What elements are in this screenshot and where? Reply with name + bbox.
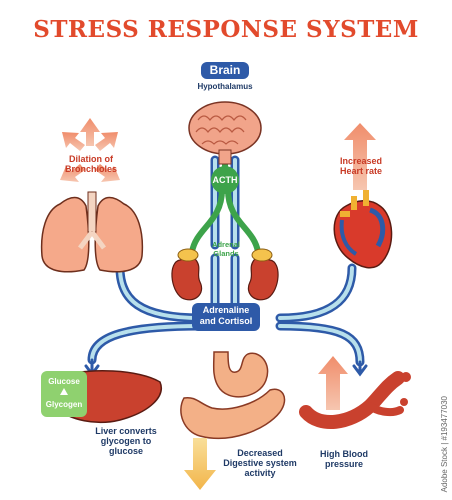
glycogen-label: Glycogen [45,400,83,409]
digestive-down-arrow [184,438,216,490]
blood-pressure-label: High Blood pressure [320,449,368,469]
brain-illustration [188,101,262,165]
diagram-title: STRESS RESPONSE SYSTEM [33,16,419,43]
glucose-glycogen-box: Glucose Glycogen [41,371,87,417]
brain-badge: Brain [201,62,249,79]
hypothalamus-label: Hypothalamus [197,82,253,91]
adrenal-glands-label: Adrenal Glands [212,240,240,258]
acth-label: ACTH [212,175,238,185]
liver-label: Liver converts glycogen to glucose [95,426,157,456]
conversion-up-arrow [60,388,68,395]
digestive-label: Decreased Digestive system activity [223,448,297,478]
blood-vessel-illustration [299,371,411,429]
stomach-illustration [180,351,286,440]
adrenaline-cortisol-hub: Adrenaline and Cortisol [192,303,260,331]
glucose-label: Glucose [48,377,80,386]
bronchioles-arrows [60,118,120,182]
heart-rate-arrow [344,123,376,190]
lungs-illustration [40,191,144,273]
heart-illustration [333,190,393,269]
bronchioles-label: Dilation of Bronchioles [64,154,117,174]
acth-node [211,166,239,194]
blood-pressure-arrow [318,356,348,410]
adrenal-kidneys [171,248,279,301]
stock-watermark: Adobe Stock | #193477030 [440,395,449,492]
heart-rate-label: Increased Heart rate [339,156,383,176]
